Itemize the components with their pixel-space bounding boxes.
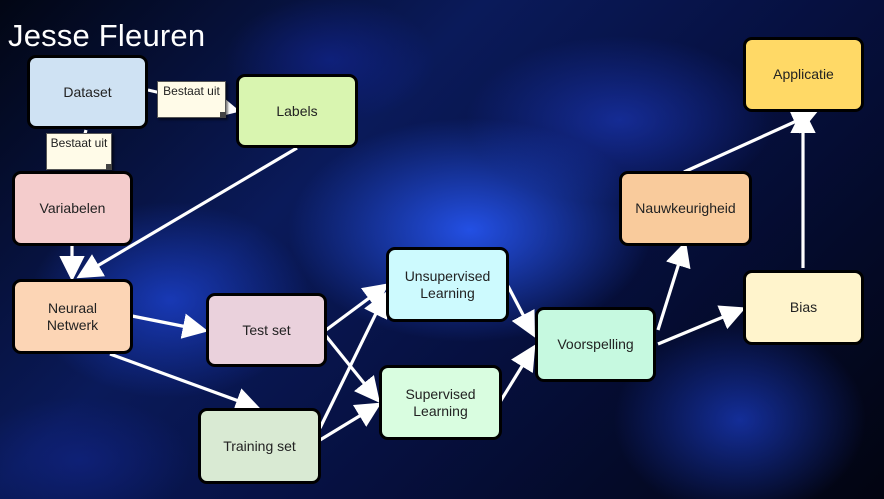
node-bias-label: Bias: [789, 299, 818, 315]
node-dataset-label: Dataset: [63, 83, 112, 100]
page-title: Jesse Fleuren: [8, 18, 206, 53]
arrow-nauwkeurigheid-to-applicatie: [683, 110, 818, 174]
arrow-voorspelling-to-bias: [657, 305, 746, 346]
arrow-neuraal-to-trainingset: [109, 352, 262, 413]
node-training-set: Training set: [198, 408, 321, 484]
arrow-neuraal-to-testset: [131, 313, 209, 339]
arrow-testset-to-unsupervised: [325, 283, 390, 332]
node-unsupervised-learning-label: Unsupervised Learning: [404, 267, 491, 301]
node-voorspelling: Voorspelling: [535, 307, 656, 382]
node-labels: Labels: [236, 74, 358, 148]
node-applicatie: Applicatie: [743, 37, 864, 112]
node-variabelen-label: Variabelen: [39, 200, 106, 216]
arrow-voorspelling-to-nauwkeurigheid: [656, 240, 691, 331]
arrow-training-to-unsupervised: [318, 291, 388, 429]
arrow-labels-to-neuraal: [76, 146, 298, 279]
node-dataset: Dataset: [27, 55, 148, 129]
node-nauwkeurigheid: Nauwkeurigheid: [619, 171, 752, 246]
arrow-training-to-supervised: [319, 402, 382, 442]
note-bestaat-uit-1: Bestaat uit: [157, 81, 226, 118]
node-unsupervised-learning: Unsupervised Learning: [386, 247, 509, 322]
node-test-set-label: Test set: [242, 321, 291, 338]
node-neuraal-netwerk: Neuraal Netwerk: [12, 279, 133, 354]
node-training-set-label: Training set: [223, 437, 296, 454]
node-labels-label: Labels: [276, 102, 318, 119]
node-applicatie-label: Applicatie: [773, 66, 834, 82]
node-test-set: Test set: [206, 293, 327, 367]
node-voorspelling-label: Voorspelling: [557, 336, 634, 352]
node-supervised-learning-label: Supervised Learning: [405, 385, 476, 419]
node-bias: Bias: [743, 270, 864, 345]
arrow-supervised-to-voorspelling: [498, 344, 536, 403]
node-nauwkeurigheid-label: Nauwkeurigheid: [635, 200, 736, 216]
node-supervised-learning: Supervised Learning: [379, 365, 502, 440]
arrow-unsupervised-to-voorspelling: [506, 285, 535, 338]
node-variabelen: Variabelen: [12, 171, 133, 246]
note-bestaat-uit-2: Bestaat uit: [46, 133, 112, 170]
node-neuraal-netwerk-label: Neuraal Netwerk: [46, 299, 99, 333]
